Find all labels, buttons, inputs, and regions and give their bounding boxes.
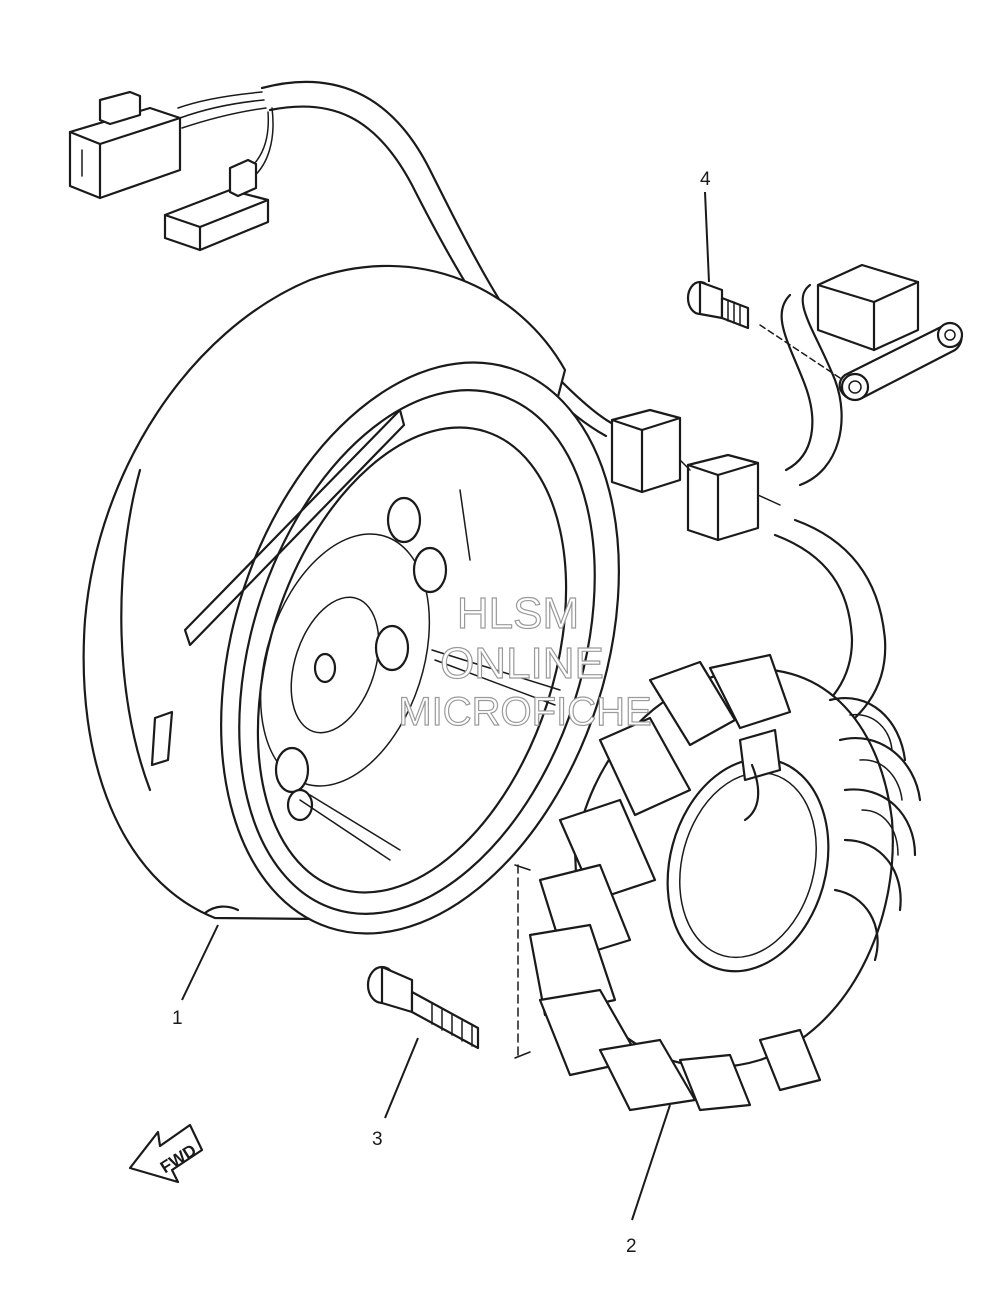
callout-1: 1 bbox=[172, 1008, 183, 1029]
bolt-part-3 bbox=[366, 965, 480, 1050]
watermark-line-3: MICROFICHE bbox=[398, 690, 651, 734]
leader-lines bbox=[181, 191, 710, 1221]
callout-3: 3 bbox=[372, 1129, 383, 1150]
leader-line-3 bbox=[384, 1037, 419, 1119]
callout-2: 2 bbox=[626, 1236, 637, 1257]
rotor-flywheel-part-1 bbox=[82, 264, 620, 935]
wire-coupler-1 bbox=[610, 408, 682, 494]
wire-connector-large bbox=[68, 90, 182, 200]
watermark: HLSM ONLINE MICROFICHE bbox=[398, 588, 653, 734]
callout-4: 4 bbox=[700, 169, 711, 190]
screw-part-4 bbox=[686, 280, 841, 379]
fwd-arrow-icon: FWD bbox=[128, 1123, 204, 1184]
leader-line-1 bbox=[181, 924, 219, 1001]
wire-coupler-2 bbox=[679, 453, 781, 542]
leader-line-4 bbox=[704, 191, 710, 283]
watermark-line-2: ONLINE bbox=[440, 639, 604, 688]
watermark-line-1: HLSM bbox=[457, 589, 579, 638]
stator-part-2 bbox=[514, 653, 922, 1112]
wire-connector-small bbox=[163, 158, 270, 252]
pickup-sensor bbox=[816, 263, 964, 402]
leader-line-2 bbox=[631, 1104, 671, 1221]
